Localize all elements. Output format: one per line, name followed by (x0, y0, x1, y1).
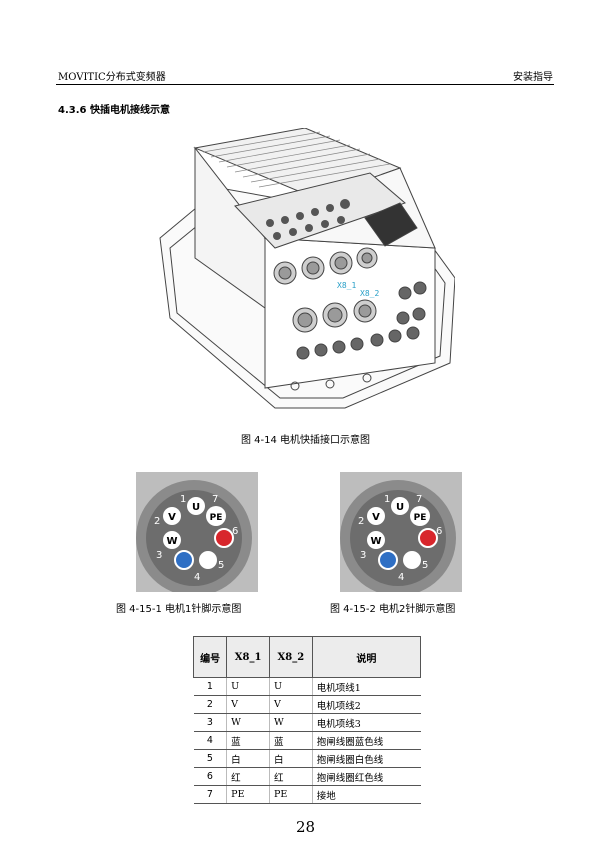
table-row: 5 白 白 抱闸线圈白色线 (193, 749, 421, 768)
pin-number-3: 3 (360, 550, 366, 561)
red-pin-icon (418, 528, 438, 548)
pin-number-2: 2 (358, 516, 364, 527)
white-pin-icon (403, 551, 421, 569)
table-cell: 红 (268, 767, 313, 786)
table-row: 7 PE PE 接地 (193, 785, 421, 804)
page-number: 28 (295, 818, 316, 836)
pin-w-label: W (166, 536, 177, 547)
blue-pin-icon (378, 550, 398, 570)
pin-w-label: W (370, 536, 381, 547)
table-row: 3 W W 电机项线3 (193, 713, 421, 732)
table-header-cell: 编号 (192, 636, 228, 678)
table-cell: U (226, 677, 270, 696)
table-cell: 白 (226, 749, 270, 768)
table-row: 1 U U 电机项线1 (193, 677, 421, 696)
red-pin-icon (214, 528, 234, 548)
blue-pin-icon (174, 550, 194, 570)
pin-number-6: 6 (436, 526, 442, 537)
table-cell: 3 (193, 713, 227, 732)
white-pin-icon (199, 551, 217, 569)
table-cell: 电机项线3 (311, 713, 421, 732)
table-cell: 6 (193, 767, 227, 786)
device-caption: 图 4-14 电机快插接口示意图 (240, 435, 371, 446)
table-cell: V (268, 695, 313, 714)
table-header-cell: X8_2 (268, 636, 313, 678)
table-header-cell: 说明 (311, 636, 422, 678)
pin-number-5: 5 (422, 560, 428, 571)
inverter-device-illustration: X8_1 X8_2 (159, 128, 455, 409)
table-cell: W (226, 713, 270, 732)
table-cell: 蓝 (268, 731, 313, 750)
table-cell: 接地 (311, 785, 421, 804)
pin-number-7: 7 (416, 494, 422, 505)
pin-number-6: 6 (232, 526, 238, 537)
pin-v-label: V (168, 512, 176, 523)
table-cell: W (268, 713, 313, 732)
table-cell: 蓝 (226, 731, 270, 750)
pin-v-label: V (372, 512, 380, 523)
pin-diagram-1-caption: 图 4-15-1 电机1针脚示意图 (116, 604, 242, 615)
table-cell: 电机项线1 (311, 677, 421, 696)
table-cell: 4 (193, 731, 227, 750)
table-cell: 电机项线2 (311, 695, 421, 714)
table-cell: 5 (193, 749, 227, 768)
pin-pe-label: PE (414, 513, 427, 523)
pin-assignment-table: 编号 X8_1 X8_2 说明 1 U U 电机项线1 2 V V 电机项线2 … (192, 636, 422, 804)
pin-number-4: 4 (194, 572, 200, 583)
pin-pe-label: PE (210, 513, 223, 523)
table-header-row: 编号 X8_1 X8_2 说明 (192, 636, 422, 678)
table-cell: 2 (193, 695, 227, 714)
table-cell: 抱闸线圈红色线 (311, 767, 421, 786)
table-header-cell: X8_1 (226, 636, 270, 678)
pin-number-1: 1 (180, 494, 186, 505)
table-row: 6 红 红 抱闸线圈红色线 (193, 767, 421, 786)
pin-u-label: U (396, 502, 404, 513)
table-cell: PE (226, 785, 270, 804)
x8-1-label: X8_1 (337, 281, 356, 290)
table-row: 2 V V 电机项线2 (193, 695, 421, 714)
table-row: 4 蓝 蓝 抱闸线圈蓝色线 (193, 731, 421, 750)
table-cell: V (226, 695, 270, 714)
header-title: MOVITIC分布式变频器 (58, 72, 166, 83)
header-rule (56, 84, 554, 85)
pin-number-5: 5 (218, 560, 224, 571)
pin-number-3: 3 (156, 550, 162, 561)
pin-number-1: 1 (384, 494, 390, 505)
pin-diagram-2: 1 2 3 4 5 6 7 U V PE W (340, 472, 462, 592)
table-cell: PE (268, 785, 313, 804)
table-cell: 抱闸线圈蓝色线 (311, 731, 421, 750)
pin-diagram-2-caption: 图 4-15-2 电机2针脚示意图 (330, 604, 456, 615)
pin-diagram-1: 1 2 3 4 5 6 7 U V PE W (136, 472, 258, 592)
header-section: 安装指导 (513, 72, 553, 83)
table-cell: 红 (226, 767, 270, 786)
pin-number-2: 2 (154, 516, 160, 527)
table-cell: 7 (193, 785, 227, 804)
x8-2-label: X8_2 (360, 289, 379, 298)
table-cell: U (268, 677, 313, 696)
pin-u-label: U (192, 502, 200, 513)
table-cell: 1 (193, 677, 227, 696)
section-heading: 4.3.6 快插电机接线示意 (58, 105, 170, 116)
pin-number-4: 4 (398, 572, 404, 583)
pin-number-7: 7 (212, 494, 218, 505)
table-cell: 抱闸线圈白色线 (311, 749, 421, 768)
table-cell: 白 (268, 749, 313, 768)
